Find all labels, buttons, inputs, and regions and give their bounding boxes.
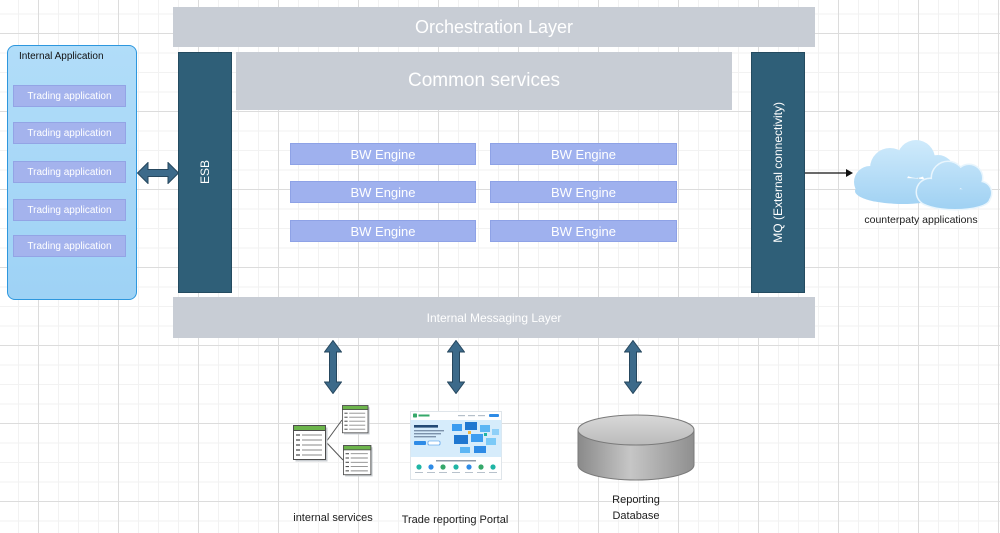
arrow-mq-to-counterparty [805,169,853,177]
table-connector [325,441,344,461]
table-icon [293,425,328,462]
double-arrow-shape [324,340,342,394]
double-arrow-shape [624,340,642,394]
arrow-head [846,169,853,177]
common-services-label: Common services [407,70,561,91]
trading-application-box: Trading application [13,161,126,183]
bw-engine-label: BW Engine [550,184,617,200]
bw-engine-box: BW Engine [490,220,677,242]
bw-engine-label: BW Engine [550,223,617,239]
trading-application-box: Trading application [13,199,126,221]
bidirectional-arrow-reporting-portal [447,340,465,394]
bw-engine-box: BW Engine [290,220,476,242]
bw-engine-label: BW Engine [550,146,617,162]
trading-application-label: Trading application [27,166,112,178]
esb-bus: ESB [178,52,232,293]
trading-application-label: Trading application [27,90,112,102]
esb-label: ESB [198,160,212,185]
bw-engine-label: BW Engine [350,146,416,162]
table-icon [342,405,370,435]
database-top [577,414,695,446]
cloud-front-shape [917,162,991,209]
bidirectional-arrow-reporting-database [624,340,642,394]
table-group-icon [293,405,373,477]
internal-application-title: Internal Application [19,51,104,62]
common-services-layer: Common services [236,52,732,110]
double-arrow-shape [447,340,465,394]
mq-external-connectivity-bus: MQ (External connectivity) [751,52,805,293]
trading-application-box: Trading application [13,235,126,257]
internal-messaging-layer-label: Internal Messaging Layer [426,310,562,325]
double-arrow-shape [137,162,179,184]
portal-header [413,413,499,418]
bw-engine-box: BW Engine [490,143,677,165]
portal-feature-row [415,460,497,473]
portal-dashboard-graphic [452,422,499,453]
orchestration-layer: Orchestration Layer [173,7,815,47]
internal-application-panel: Internal Application Trading application… [7,45,137,300]
bidirectional-arrow-app-esb [137,162,179,184]
bw-engine-box: BW Engine [290,143,476,165]
trading-application-box: Trading application [13,85,126,107]
counterparty-applications-label: counterpaty applications [864,214,978,226]
trading-application-label: Trading application [27,240,112,252]
bw-engine-label: BW Engine [350,184,416,200]
bidirectional-arrow-internal-services [324,340,342,394]
trading-application-box: Trading application [13,122,126,144]
trade-reporting-portal-label: Trade reporting Portal [401,514,509,526]
bw-engine-box: BW Engine [490,181,677,203]
trading-application-label: Trading application [27,127,112,139]
internal-messaging-layer: Internal Messaging Layer [173,297,815,338]
trading-application-label: Trading application [27,204,112,216]
table-connector [325,419,343,443]
orchestration-layer-label: Orchestration Layer [414,16,574,37]
internal-services-label: internal services [293,512,373,524]
bw-engine-label: BW Engine [350,223,416,239]
trade-reporting-portal-thumbnail [410,411,502,480]
mq-label: MQ (External connectivity) [771,102,785,243]
cloud-icon [854,140,993,211]
table-icon [343,445,373,477]
database-icon [577,414,695,481]
bw-engine-box: BW Engine [290,181,476,203]
reporting-database-label: Reporting Database [612,494,660,522]
